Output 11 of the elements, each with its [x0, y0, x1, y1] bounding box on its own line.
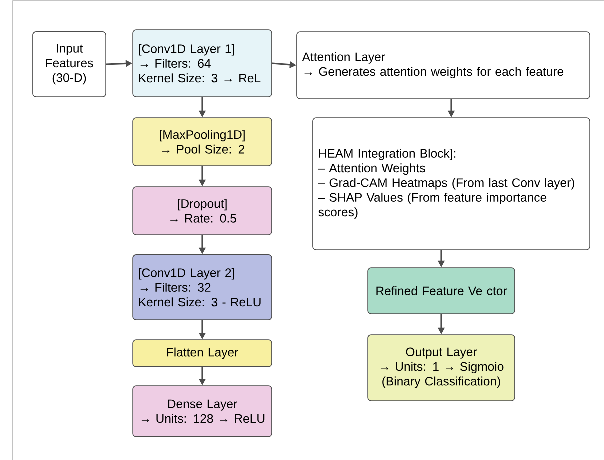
process-box: Input Features (30-D)	[32, 32, 106, 98]
process-box: Flatten Layer	[132, 340, 272, 368]
process-box: Attention Layer → Generates attention weights for each feature	[296, 32, 590, 100]
process-box: [Dropout] → Rate: 0.5	[132, 186, 272, 236]
process-box: Dense Layer → Units: 128 → ReLU	[132, 386, 272, 438]
process-box: HEAM Integration Block]: – Attention Weights – Grad-CAM Heatmaps (From last Conv layer) – SHAP Values (From feature importance scores)	[312, 118, 590, 250]
process-box: Refined Feature Ve ctor	[368, 268, 516, 314]
process-box: [Conv1D Layer 2] → Filters: 32 Kernel Size: 3 - ReLU	[132, 254, 272, 320]
process-box: [MaxPooling1D] → Pool Size: 2	[132, 118, 272, 166]
process-box: [Conv1D Layer 1] → Filters: 64 Kernel Size: 3 → ReL	[132, 30, 272, 98]
process-box: Output Layer → Units: 1 → Sigmoio (Binary Classification)	[368, 334, 516, 402]
